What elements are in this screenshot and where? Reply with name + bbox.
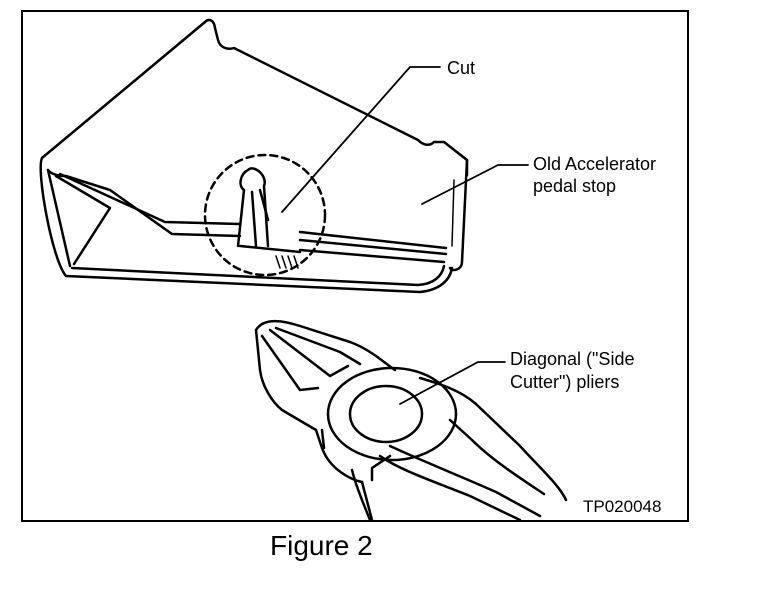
- pedal-stop-label-line1: Old Accelerator: [533, 154, 657, 174]
- cut-area-dashed-circle: [203, 153, 327, 277]
- leader-lines: [281, 66, 529, 405]
- cut-label: Cut: [447, 58, 476, 78]
- pliers-label-line1: Diagonal ("Side: [510, 349, 635, 369]
- pliers-drawing: [254, 319, 568, 522]
- figure-frame: [21, 10, 689, 522]
- pedal-stop-label-line2: pedal stop: [533, 176, 617, 196]
- figure-code: TP020048: [583, 497, 662, 516]
- pliers-label-line2: Cutter") pliers: [510, 372, 620, 392]
- pedal-stop-drawing: [39, 18, 469, 294]
- figure-caption: Figure 2: [270, 530, 373, 561]
